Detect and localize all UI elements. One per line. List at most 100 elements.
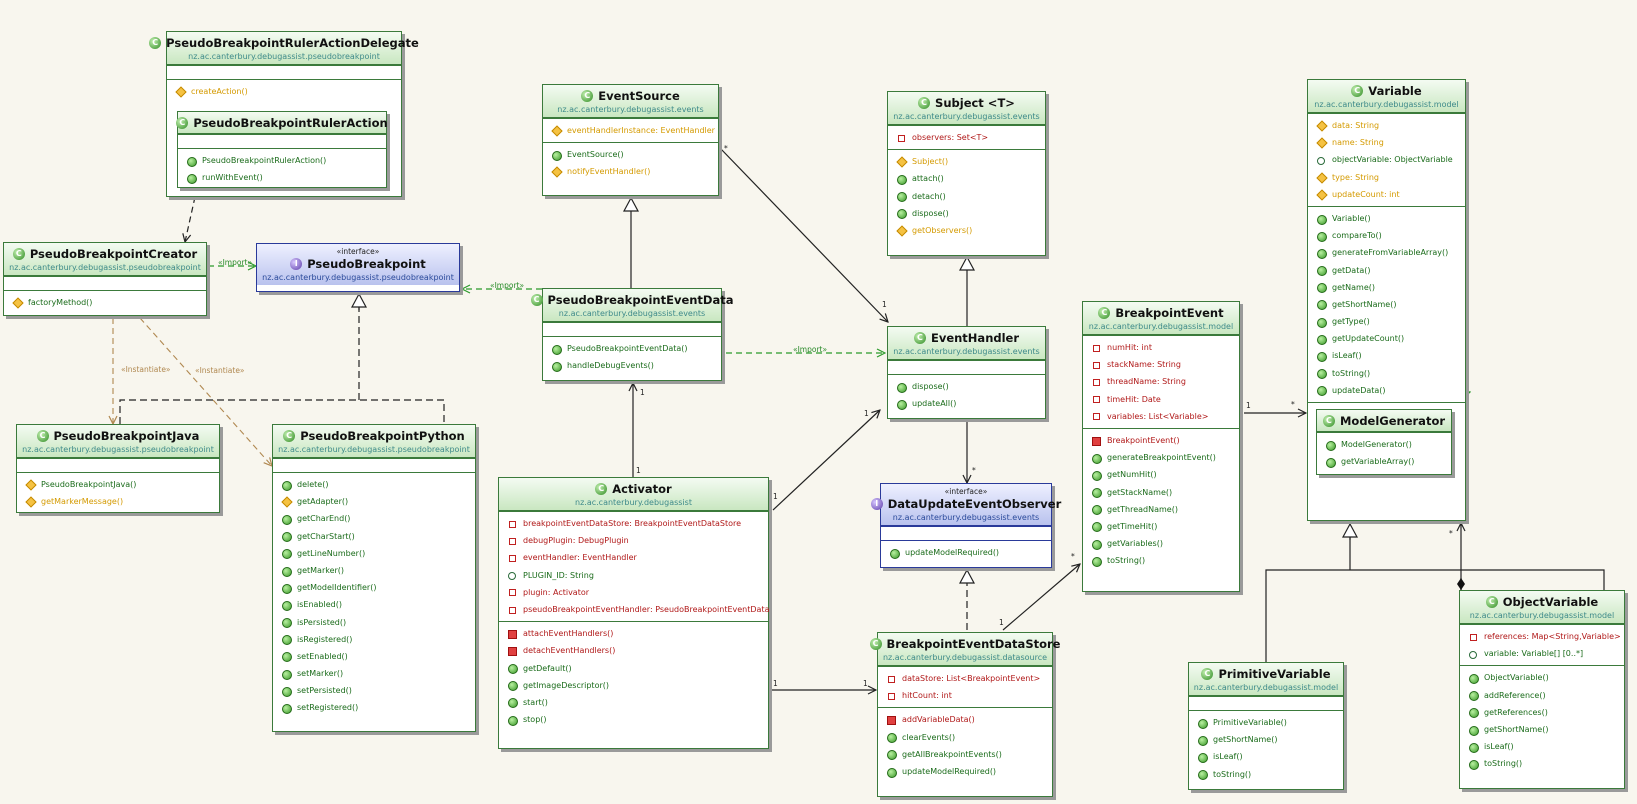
attribute[interactable]: timeHit: Date bbox=[1083, 391, 1239, 408]
operation[interactable]: getAllBreakpointEvents() bbox=[878, 746, 1052, 763]
attribute[interactable]: variable: Variable[] [0..*] bbox=[1460, 645, 1624, 662]
operation[interactable]: getName() bbox=[1308, 279, 1465, 296]
attribute[interactable]: observers: Set<T> bbox=[888, 129, 1045, 146]
operation[interactable]: getType() bbox=[1308, 313, 1465, 330]
operation[interactable]: getMarker() bbox=[273, 562, 475, 579]
operation[interactable]: updateAll() bbox=[888, 395, 1045, 412]
operation[interactable]: getUpdateCount() bbox=[1308, 330, 1465, 347]
operation[interactable]: getTimeHit() bbox=[1083, 518, 1239, 535]
operation[interactable]: BreakpointEvent() bbox=[1083, 432, 1239, 449]
operation[interactable]: createAction() bbox=[167, 83, 401, 100]
operation[interactable]: start() bbox=[499, 694, 768, 711]
operation[interactable]: updateModelRequired() bbox=[881, 544, 1051, 561]
operation[interactable]: addReference() bbox=[1460, 687, 1624, 704]
operation[interactable]: stop() bbox=[499, 711, 768, 728]
operation[interactable]: dispose() bbox=[888, 378, 1045, 395]
attribute[interactable]: threadName: String bbox=[1083, 373, 1239, 390]
operation[interactable]: getMarkerMessage() bbox=[17, 493, 219, 510]
operation[interactable]: getShortName() bbox=[1308, 296, 1465, 313]
operation[interactable]: isPersisted() bbox=[273, 614, 475, 631]
operation[interactable]: updateData() bbox=[1308, 382, 1465, 399]
operation[interactable]: PseudoBreakpointEventData() bbox=[543, 340, 721, 357]
operation[interactable]: ModelGenerator() bbox=[1317, 436, 1451, 453]
operation[interactable]: setPersisted() bbox=[273, 682, 475, 699]
attribute[interactable]: name: String bbox=[1308, 134, 1465, 151]
operation[interactable]: getThreadName() bbox=[1083, 501, 1239, 518]
operation[interactable]: generateFromVariableArray() bbox=[1308, 244, 1465, 261]
operation[interactable]: getVariableArray() bbox=[1317, 453, 1451, 470]
operation[interactable]: EventSource() bbox=[543, 146, 718, 163]
operation[interactable]: toString() bbox=[1189, 766, 1343, 783]
operation[interactable]: updateModelRequired() bbox=[878, 763, 1052, 780]
operation[interactable]: attach() bbox=[888, 170, 1045, 187]
attribute[interactable]: eventHandlerInstance: EventHandler bbox=[543, 122, 718, 139]
operation[interactable]: getModelIdentifier() bbox=[273, 579, 475, 596]
operation[interactable]: notifyEventHandler() bbox=[543, 163, 718, 180]
operation[interactable]: addVariableData() bbox=[878, 711, 1052, 728]
attribute[interactable]: updateCount: int bbox=[1308, 186, 1465, 203]
attribute[interactable]: objectVariable: ObjectVariable bbox=[1308, 151, 1465, 168]
operation[interactable]: toString() bbox=[1460, 755, 1624, 772]
attribute[interactable]: stackName: String bbox=[1083, 356, 1239, 373]
attribute[interactable]: PLUGIN_ID: String bbox=[499, 567, 768, 584]
operation[interactable]: getImageDescriptor() bbox=[499, 677, 768, 694]
operation[interactable]: getLineNumber() bbox=[273, 545, 475, 562]
operation[interactable]: Subject() bbox=[888, 153, 1045, 170]
operation[interactable]: getVariables() bbox=[1083, 535, 1239, 552]
operation[interactable]: runWithEvent() bbox=[178, 169, 386, 186]
operation[interactable]: PrimitiveVariable() bbox=[1189, 714, 1343, 731]
operation[interactable]: setMarker() bbox=[273, 665, 475, 682]
attribute[interactable]: breakpointEventDataStore: BreakpointEven… bbox=[499, 515, 768, 532]
attribute[interactable]: eventHandler: EventHandler bbox=[499, 549, 768, 566]
operation[interactable]: getData() bbox=[1308, 262, 1465, 279]
operation[interactable]: getDefault() bbox=[499, 660, 768, 677]
operation[interactable]: handleDebugEvents() bbox=[543, 357, 721, 374]
attribute[interactable]: dataStore: List<BreakpointEvent> bbox=[878, 670, 1052, 687]
operation[interactable]: generateBreakpointEvent() bbox=[1083, 449, 1239, 466]
operation[interactable]: setRegistered() bbox=[273, 699, 475, 716]
operation[interactable]: isRegistered() bbox=[273, 631, 475, 648]
attribute[interactable]: numHit: int bbox=[1083, 339, 1239, 356]
operation[interactable]: ObjectVariable() bbox=[1460, 669, 1624, 686]
operation[interactable]: compareTo() bbox=[1308, 227, 1465, 244]
operation[interactable]: factoryMethod() bbox=[4, 294, 206, 311]
operation[interactable]: getShortName() bbox=[1460, 721, 1624, 738]
operation[interactable]: getCharStart() bbox=[273, 528, 475, 545]
operation[interactable]: PseudoBreakpointRulerAction() bbox=[178, 152, 386, 169]
operation[interactable]: setEnabled() bbox=[273, 648, 475, 665]
operation[interactable]: getCharEnd() bbox=[273, 510, 475, 527]
operation[interactable]: attachEventHandlers() bbox=[499, 625, 768, 642]
operation[interactable]: isLeaf() bbox=[1308, 347, 1465, 364]
attribute[interactable]: variables: List<Variable> bbox=[1083, 408, 1239, 425]
attribute[interactable]: plugin: Activator bbox=[499, 584, 768, 601]
attribute[interactable]: references: Map<String,Variable> bbox=[1460, 628, 1624, 645]
operation[interactable]: getObservers() bbox=[888, 222, 1045, 239]
operation[interactable]: clearEvents() bbox=[878, 729, 1052, 746]
attribute[interactable]: pseudoBreakpointEventHandler: PseudoBrea… bbox=[499, 601, 769, 618]
operation[interactable]: delete() bbox=[273, 476, 475, 493]
attribute[interactable]: hitCount: int bbox=[878, 687, 1052, 704]
operation[interactable]: isEnabled() bbox=[273, 596, 475, 613]
operation[interactable]: getReferences() bbox=[1460, 704, 1624, 721]
operation[interactable]: getAdapter() bbox=[273, 493, 475, 510]
operation[interactable]: detachEventHandlers() bbox=[499, 642, 768, 659]
operation[interactable]: Variable() bbox=[1308, 210, 1465, 227]
operation[interactable]: detach() bbox=[888, 188, 1045, 205]
attribute[interactable]: data: String bbox=[1308, 117, 1465, 134]
